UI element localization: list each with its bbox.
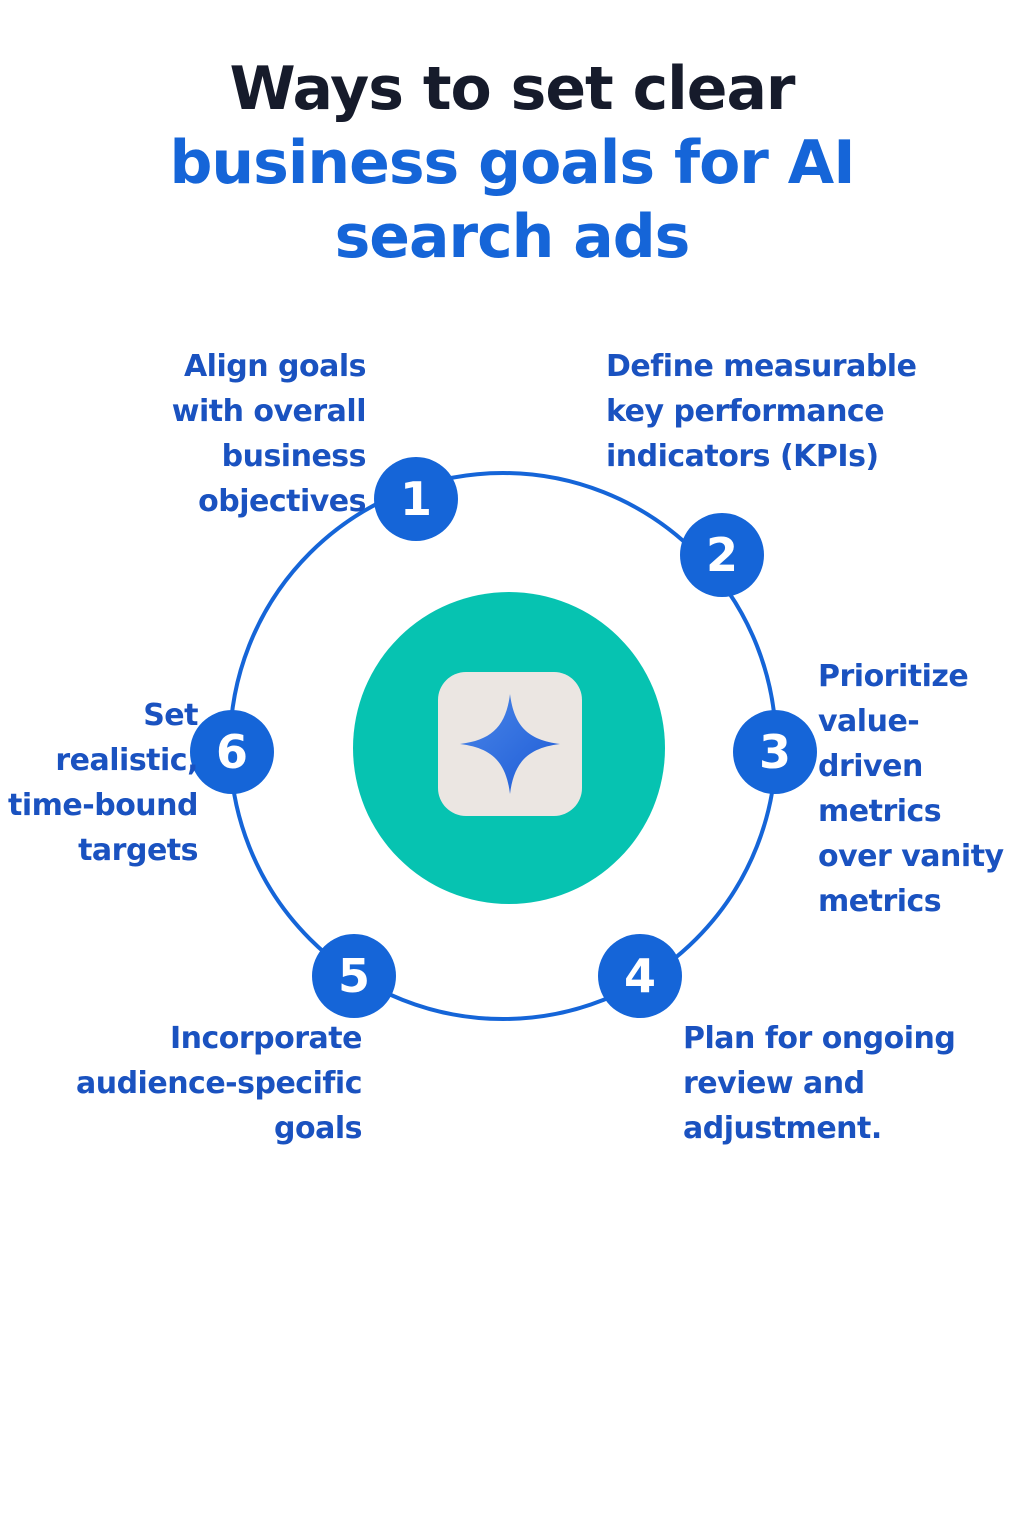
step-2-badge: 2 xyxy=(680,513,764,597)
step-1-label: Align goals with overall business object… xyxy=(171,349,367,519)
step-1-badge: 1 xyxy=(374,457,458,541)
title-line-3: search ads xyxy=(334,202,691,272)
step-4-label: Plan for ongoing review and adjustment. xyxy=(683,1021,956,1146)
page-title: Ways to set clear business goals for AI … xyxy=(0,52,1024,274)
step-5-label: Incorporate audience-specific goals xyxy=(75,1021,363,1146)
step-5-badge: 5 xyxy=(312,934,396,1018)
title-line-2: business goals for AI xyxy=(169,128,855,198)
step-3-label: Prioritize value-driven metrics over van… xyxy=(818,659,1004,919)
center-app-tile xyxy=(438,672,582,816)
four-point-star-icon xyxy=(460,694,560,794)
step-3-badge: 3 xyxy=(733,710,817,794)
step-2-label: Define measurable key performance indica… xyxy=(606,349,917,474)
step-4-badge: 4 xyxy=(598,934,682,1018)
title-line-1: Ways to set clear xyxy=(229,54,795,124)
step-6-badge: 6 xyxy=(190,710,274,794)
step-6-label: Set realistic, time-bound targets xyxy=(8,698,198,868)
